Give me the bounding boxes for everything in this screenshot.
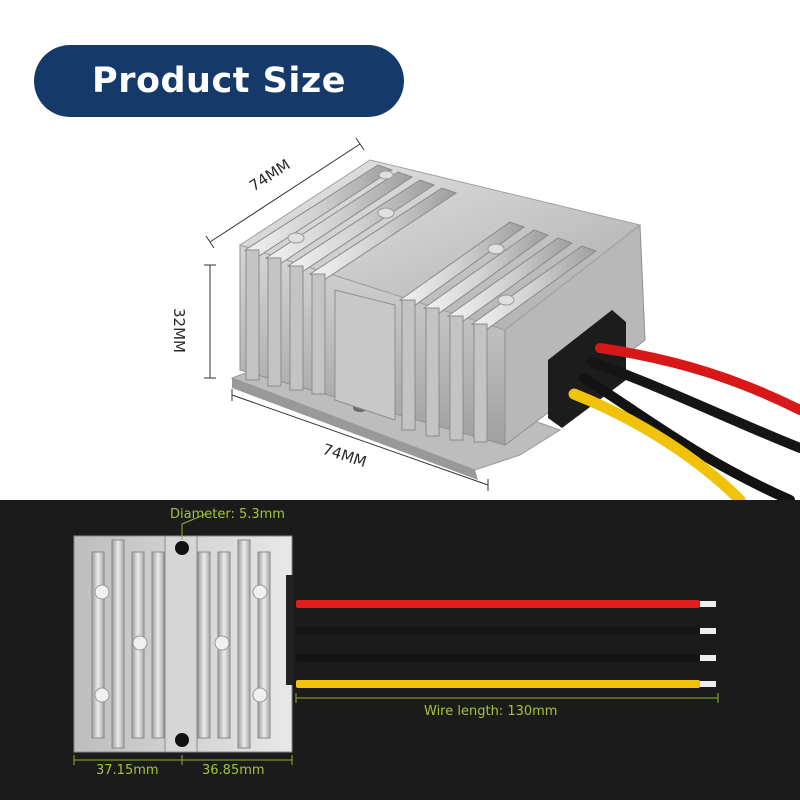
wire-length-label: Wire length: 130mm bbox=[424, 704, 558, 719]
wire-tips bbox=[700, 601, 716, 687]
product-photo-area: Product Size 74MM 32MM 74MM bbox=[34, 45, 800, 500]
top-view-diagram: Diameter: 5.3mm Wire length: 130mm 37.15… bbox=[0, 500, 800, 800]
page-title: Product Size bbox=[34, 45, 404, 117]
output-cables bbox=[568, 343, 800, 500]
wires-top-view bbox=[296, 600, 700, 688]
wire-black-1 bbox=[296, 627, 700, 635]
mount-hole-bottom bbox=[175, 733, 189, 747]
wire-yellow bbox=[296, 680, 700, 688]
left-width-label: 37.15mm bbox=[96, 763, 159, 778]
dimension-lines bbox=[204, 137, 489, 491]
dimension-height: 32MM bbox=[170, 308, 188, 353]
green-dimension-lines bbox=[73, 513, 719, 765]
right-width-label: 36.85mm bbox=[202, 763, 265, 778]
wire-red bbox=[296, 600, 700, 608]
cable-grommet bbox=[548, 310, 626, 428]
cable-exit bbox=[286, 575, 294, 685]
pegs-top-view bbox=[94, 584, 268, 703]
wire-black-2 bbox=[296, 654, 700, 662]
hole-diameter-label: Diameter: 5.3mm bbox=[170, 507, 285, 522]
top-view-drawing bbox=[73, 513, 719, 765]
converter-photo bbox=[204, 137, 800, 500]
mount-hole-top bbox=[175, 541, 189, 555]
